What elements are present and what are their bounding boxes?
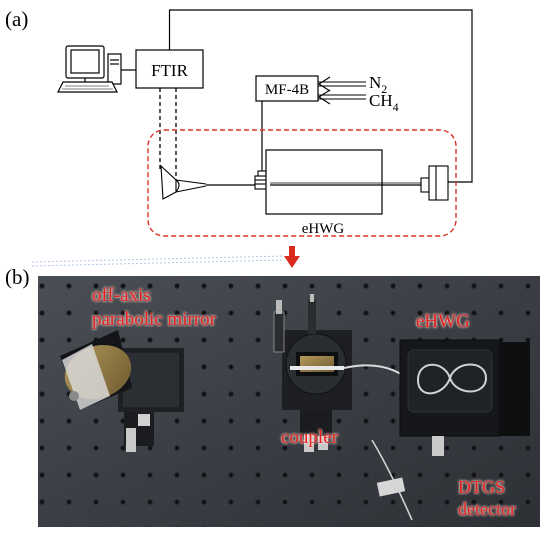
guide-line — [31, 255, 285, 263]
mirror-label-line1: off-axis — [92, 285, 151, 306]
ch4-label: CH4 — [369, 91, 399, 114]
parabolic-mirror-icon — [160, 164, 180, 200]
setup-enclosure — [147, 129, 457, 237]
ehwg-box — [265, 149, 383, 215]
detector-label-line2: detector — [458, 498, 516, 519]
ch4-arrow — [317, 89, 366, 105]
detector-cable — [168, 9, 473, 183]
panel-b-label: (b) — [5, 265, 30, 289]
computer-icon — [57, 45, 122, 93]
ehwg-photo-label: eHWG — [416, 311, 470, 332]
coupler-photo-label: coupler — [281, 427, 338, 448]
down-arrow-icon — [284, 246, 300, 268]
ehwg-unit — [399, 339, 530, 456]
mirror-label: off-axis parabolic mirror — [92, 286, 216, 330]
mf4b-label: MF-4B — [265, 82, 309, 98]
lab-photo — [38, 276, 540, 527]
focus-cone — [175, 179, 207, 193]
photo-tube — [371, 439, 413, 521]
coupler-stage — [273, 294, 352, 452]
mirror-label-line2: parabolic mirror — [92, 308, 216, 330]
detector-label-line1: DTGS — [458, 477, 506, 497]
photo-clip — [376, 477, 406, 497]
n2-base: N — [369, 73, 381, 92]
detector-icon — [420, 165, 449, 201]
ftir-label: FTIR — [151, 61, 189, 80]
n2-sub: 2 — [381, 82, 387, 96]
detector-label: DTGS detector — [458, 478, 516, 519]
panel-a-label: (a) — [5, 7, 28, 31]
mirror-mount — [60, 330, 184, 452]
n2-label: N2 — [369, 73, 387, 96]
ehwg-label: eHWG — [302, 221, 345, 237]
ch4-sub: 4 — [393, 100, 399, 114]
n2-arrow — [317, 76, 366, 92]
ch4-base: CH — [369, 91, 393, 110]
mf4b-box — [255, 75, 319, 102]
